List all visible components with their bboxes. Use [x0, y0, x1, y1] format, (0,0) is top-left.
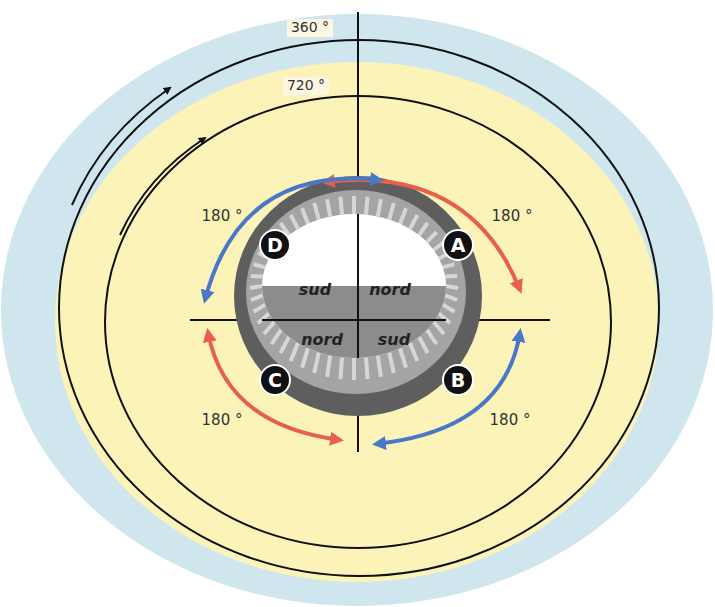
- marker-letter: C: [268, 371, 282, 390]
- stator-tooth: [443, 264, 455, 267]
- stator-tooth: [427, 330, 437, 344]
- pole-marker: D: [258, 228, 292, 262]
- pole-label: sud: [299, 281, 331, 299]
- angle-label: 180 °: [202, 412, 243, 429]
- stator-tooth: [251, 295, 263, 300]
- stator-tooth: [264, 322, 274, 334]
- stator-tooth: [445, 274, 457, 279]
- stator-tooth: [410, 215, 417, 229]
- pole-marker: A: [441, 228, 475, 262]
- pole-label: nord: [301, 331, 343, 349]
- pole-label: nord: [369, 281, 411, 299]
- stator-tooth: [254, 305, 266, 312]
- pole-marker: B: [441, 363, 475, 397]
- stator-tooth: [434, 322, 444, 334]
- stator-tooth: [340, 357, 342, 379]
- marker-letter: A: [451, 236, 466, 255]
- stator-tooth: [400, 348, 406, 367]
- stator-tooth: [400, 208, 406, 223]
- stator-tooth: [340, 197, 342, 215]
- stator-tooth: [280, 337, 288, 353]
- stator-tooth: [446, 286, 458, 288]
- marker-letter: D: [267, 236, 283, 255]
- stator-tooth: [389, 353, 394, 373]
- stator-tooth: [314, 203, 319, 219]
- stator-tooth: [419, 223, 427, 235]
- angle-label: 180 °: [492, 208, 533, 225]
- stator-tooth: [366, 197, 368, 215]
- stator-tooth: [352, 358, 356, 380]
- degree-label: 360 °: [287, 19, 333, 36]
- stator-tooth: [366, 357, 368, 379]
- angle-label: 180 °: [202, 208, 243, 225]
- stator-tooth: [254, 264, 266, 267]
- stator-tooth: [352, 196, 356, 214]
- stator-tooth: [389, 203, 394, 219]
- stator-tooth: [291, 215, 298, 229]
- marker-letter: B: [451, 371, 465, 390]
- stator-tooth: [410, 343, 417, 361]
- degree-label: 720 °: [283, 77, 329, 94]
- stator-tooth: [271, 330, 281, 344]
- stator-tooth: [443, 305, 455, 312]
- stator-tooth: [427, 232, 437, 242]
- stator-tooth: [291, 343, 298, 361]
- stator-tooth: [258, 314, 269, 324]
- stator-tooth: [314, 353, 319, 373]
- stator-tooth: [439, 314, 450, 324]
- stator-tooth: [302, 348, 308, 367]
- stator-tooth: [378, 356, 381, 377]
- stator-tooth: [445, 295, 457, 300]
- stator-tooth: [378, 199, 381, 216]
- stator-tooth: [327, 356, 330, 377]
- stator-tooth: [250, 286, 262, 288]
- stator-tooth: [327, 199, 330, 216]
- stator-tooth: [251, 274, 263, 279]
- stator-tooth: [302, 208, 308, 223]
- pole-label: sud: [378, 331, 410, 349]
- angle-label: 180 °: [490, 412, 531, 429]
- pole-marker: C: [258, 363, 292, 397]
- stator-tooth: [419, 337, 427, 353]
